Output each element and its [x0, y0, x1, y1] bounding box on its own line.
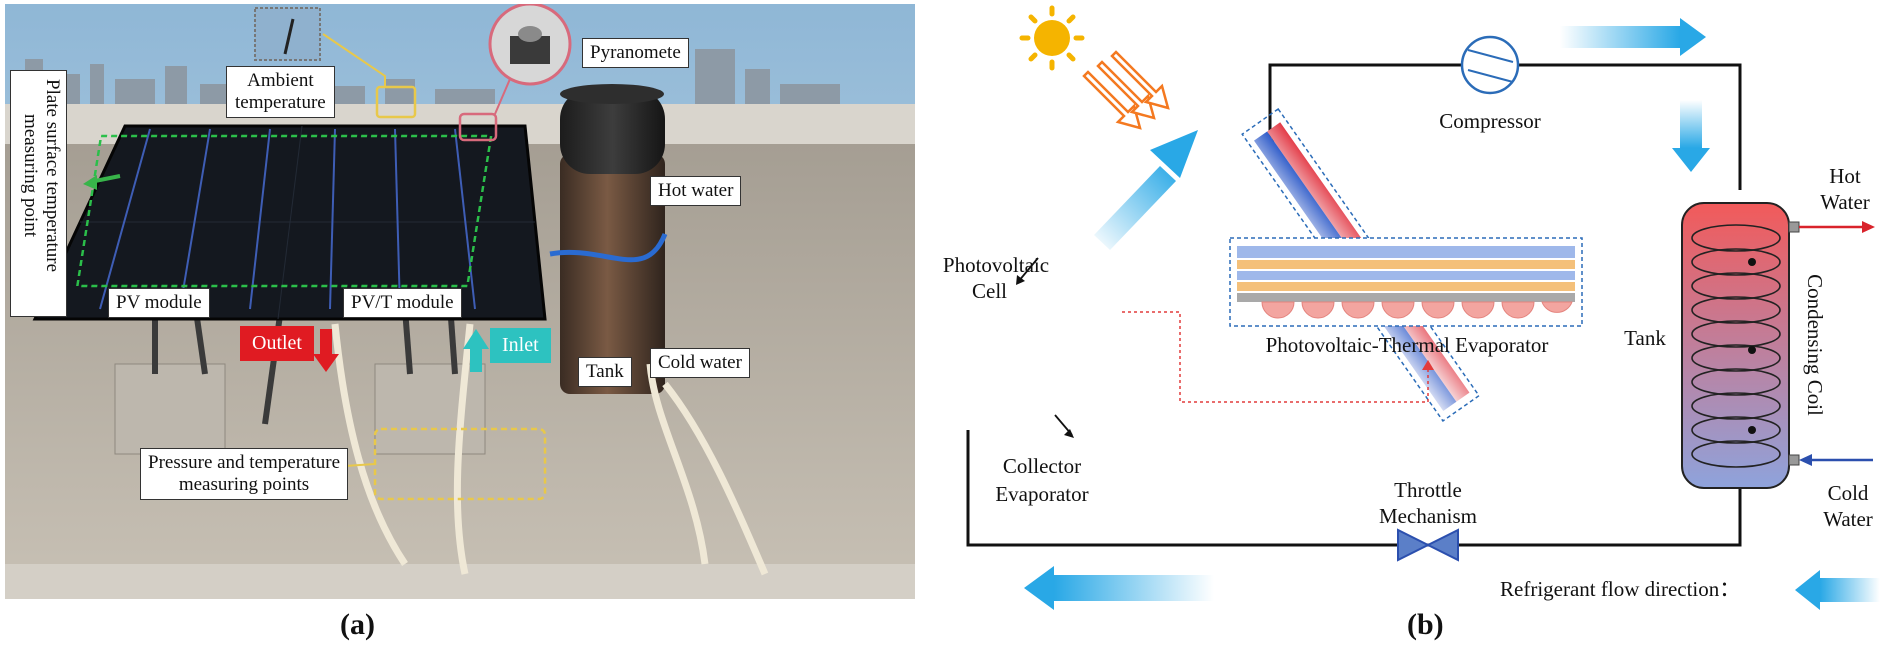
measuring-area-outline	[75, 134, 493, 288]
label-cold-water-b-line2: Water	[1823, 507, 1873, 531]
compressor-symbol	[1460, 35, 1520, 95]
label-collector-line2: Evaporator	[995, 482, 1088, 506]
label-pyranometer: Pyranomete	[582, 38, 689, 68]
inlet-arrow	[463, 329, 489, 372]
insulated-pipes	[331, 323, 769, 576]
outlet-arrow	[313, 329, 339, 372]
label-flow-direction: Refrigerant flow direction：	[1500, 577, 1740, 601]
flow-arrow-top	[1560, 18, 1706, 56]
condensing-coil-symbol	[1691, 224, 1781, 468]
label-throttle-line1: Throttle	[1394, 478, 1462, 502]
evaporator-cross-section	[1229, 237, 1583, 327]
label-tank-a: Tank	[578, 357, 632, 387]
label-ambient-temperature: Ambient temperature	[226, 66, 335, 118]
hot-water-line	[1788, 221, 1875, 233]
label-collector-line1: Collector	[1003, 454, 1081, 478]
flow-arrow-bottom	[1024, 566, 1214, 610]
label-pv-module: PV module	[108, 288, 210, 318]
radiation-arrows-icon	[1082, 50, 1170, 130]
label-plate-surface-box: Plate surface temperature measuring poin…	[10, 70, 67, 317]
label-ambient-line1: Ambient	[247, 70, 314, 91]
label-pvt-module: PV/T module	[343, 288, 462, 318]
label-inlet: Inlet	[490, 328, 551, 363]
throttle-valve-symbol	[1397, 528, 1459, 562]
pvt-tubing	[99, 128, 476, 310]
label-hot-water-a: Hot water	[650, 176, 742, 206]
label-hot-water-b-line1: Hot	[1829, 164, 1861, 188]
label-outlet: Outlet	[240, 326, 314, 361]
sun-icon	[1019, 5, 1085, 71]
label-pv-cell-line1: Photovoltaic	[943, 253, 1049, 277]
ambient-sensor-inset	[254, 7, 321, 61]
water-tank	[560, 154, 665, 394]
photo-panel-a	[5, 4, 915, 599]
caption-a: (a)	[340, 608, 375, 641]
concrete-block-left	[114, 363, 226, 455]
label-tank-b: Tank	[1624, 326, 1666, 350]
label-pressure-line1: Pressure and temperature	[148, 452, 341, 473]
inset-pointer	[1122, 311, 1429, 403]
label-ambient-line2: temperature	[235, 91, 326, 113]
flow-arrow-panel	[1094, 130, 1198, 250]
label-condensing-coil: Condensing Coil	[1803, 274, 1827, 416]
label-pv-cell-line2: Cell	[972, 279, 1007, 303]
label-hot-water-b-line2: Water	[1820, 190, 1870, 214]
label-pressure-line2: measuring points	[178, 473, 310, 495]
label-throttle-line2: Mechanism	[1379, 504, 1477, 528]
flow-direction-legend-arrow	[1795, 570, 1880, 610]
label-pressure-temperature: Pressure and temperature measuring point…	[140, 448, 349, 500]
label-compressor: Compressor	[1439, 109, 1541, 133]
caption-b: (b)	[1407, 608, 1444, 641]
flow-arrow-right-down	[1672, 100, 1710, 172]
label-cold-water-a: Cold water	[650, 348, 750, 378]
cold-water-line	[1788, 454, 1873, 466]
label-pvt-evaporator: Photovoltaic-Thermal Evaporator	[1266, 333, 1549, 357]
label-cold-water-b-line1: Cold	[1828, 481, 1869, 505]
